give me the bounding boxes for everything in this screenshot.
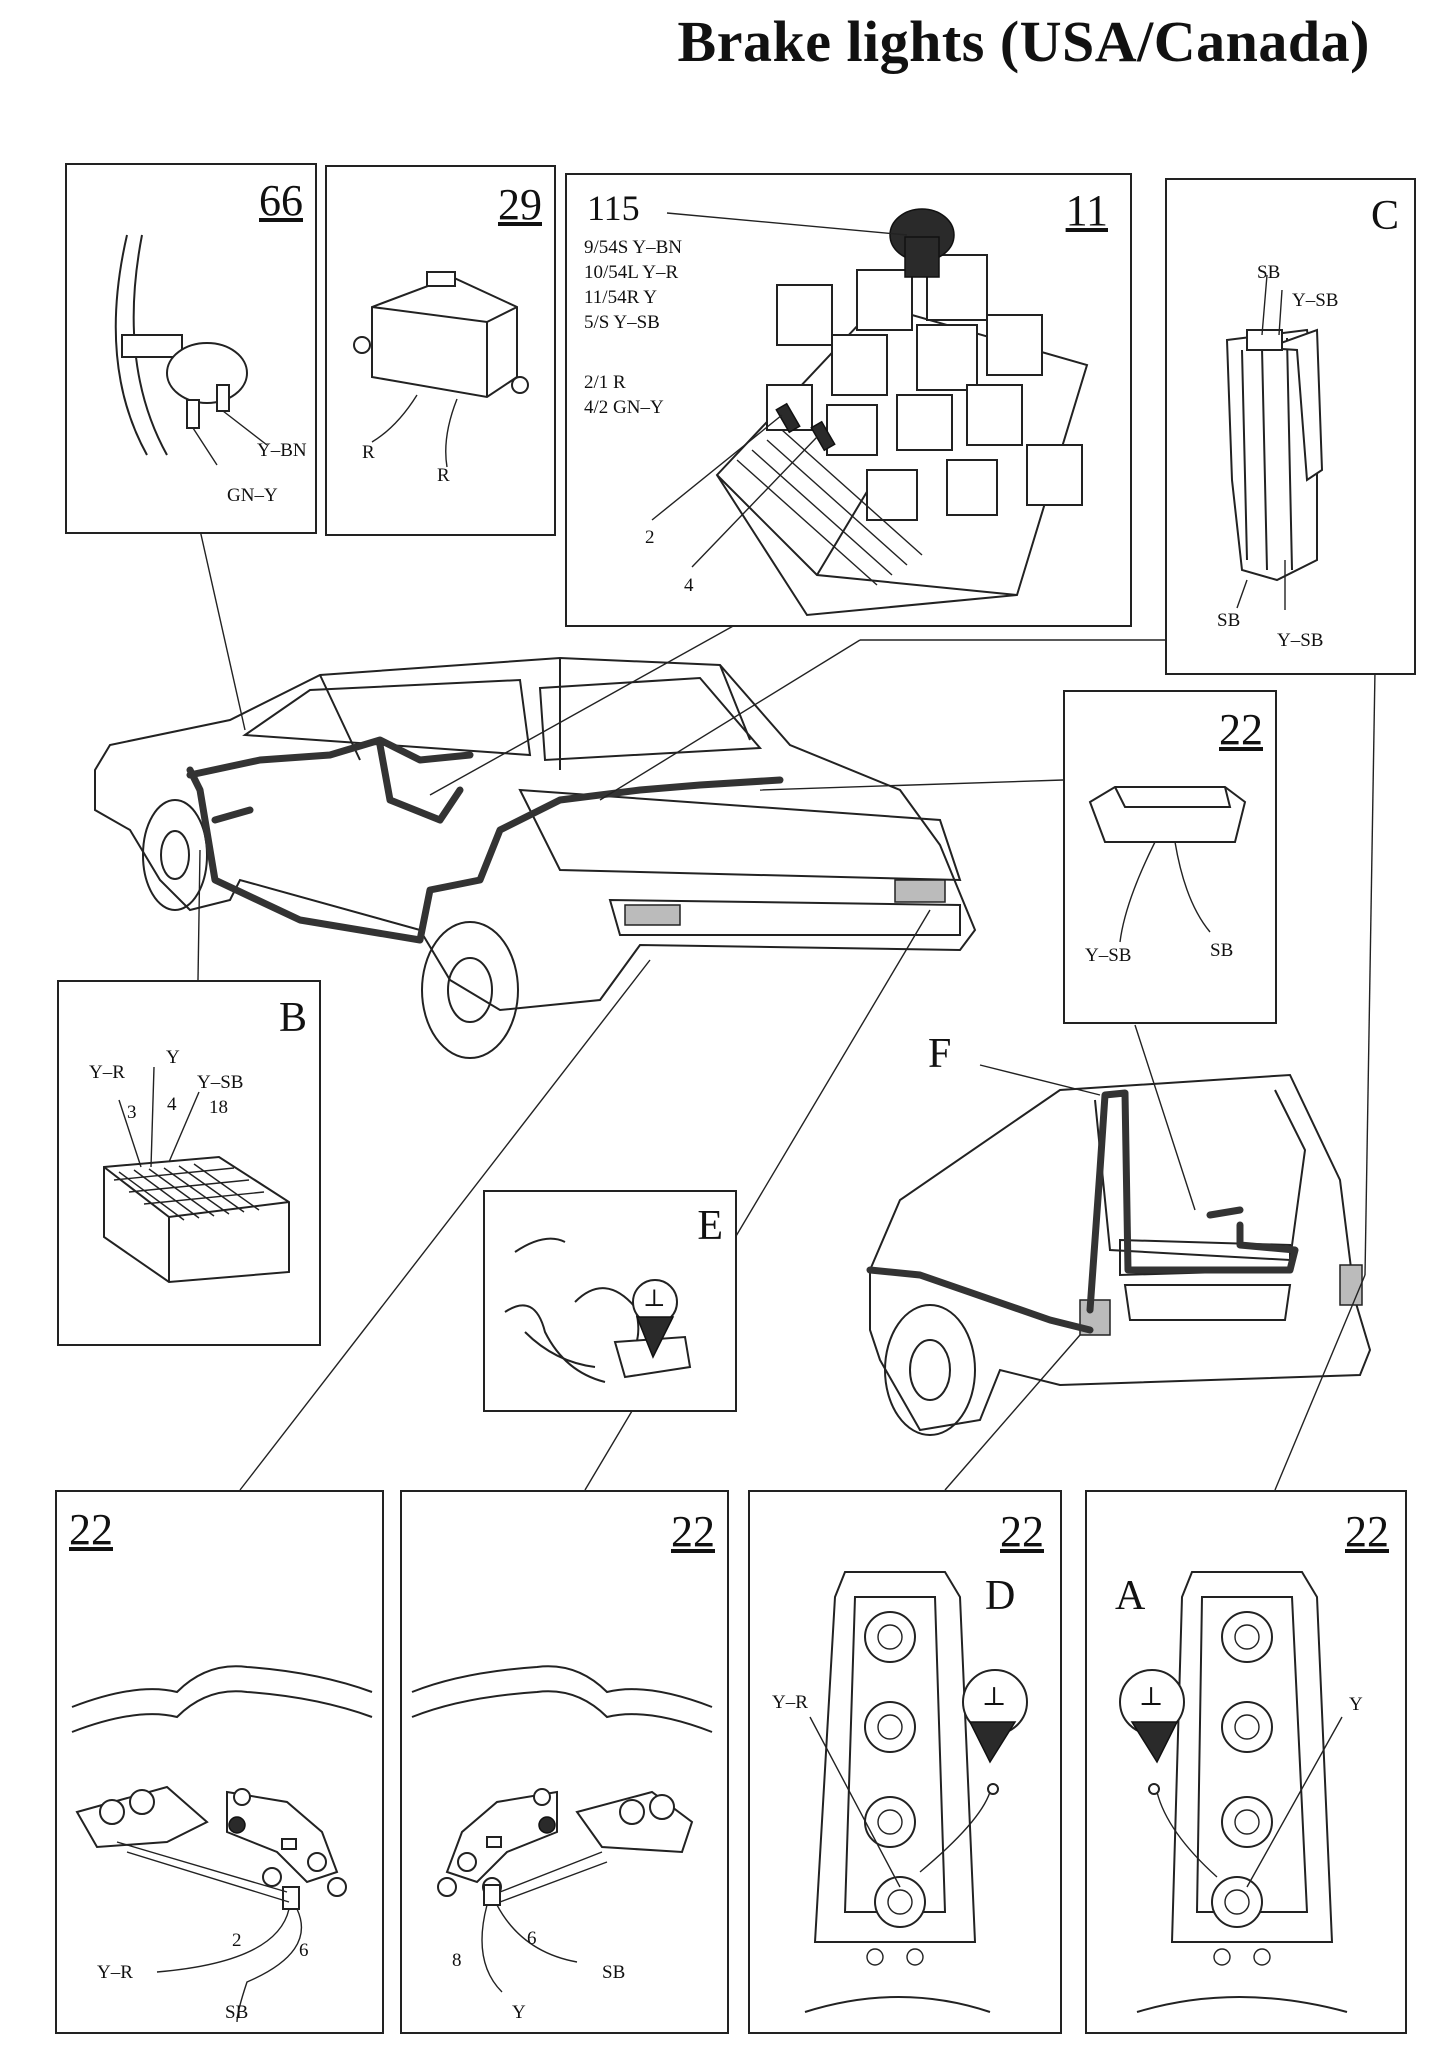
pin-6: 6 [299, 1940, 309, 1961]
pin-3: 3 [127, 1102, 137, 1123]
brake-switch-drawing [114, 234, 268, 466]
panel-b-connector: B Y–R Y Y–SB 3 4 18 [57, 980, 321, 1346]
component-number: 22 [1000, 1507, 1044, 1556]
wire-label-y-sb: Y–SB [1085, 945, 1132, 966]
wire-label-gn-y: GN–Y [227, 485, 278, 506]
wire-label-y: Y [512, 2002, 526, 2023]
wagon-harness [866, 1089, 1299, 1334]
callout-2: 2 [645, 527, 655, 548]
relay-pin: 10/54L Y–R [584, 262, 679, 283]
tail-light-right-drawing [411, 1665, 713, 1993]
panel-22-high-mount-light: 22 Y–SB SB [1063, 690, 1277, 1024]
pin-4: 4 [167, 1094, 177, 1115]
component-number: 22 [671, 1507, 715, 1556]
component-number: 22 [69, 1505, 113, 1554]
fuse-pin: 2/1 R [584, 372, 626, 393]
pin-6: 6 [527, 1928, 537, 1949]
ground-symbol: ⊥ [982, 1682, 1007, 1711]
connector-c-drawing [1225, 274, 1324, 610]
relay-box-drawing [651, 208, 1089, 617]
panel-e-ground-point: E ⊥ [483, 1190, 737, 1412]
relay-pin: 11/54R Y [584, 287, 658, 308]
panel-22-left-tail-light: 22 2 6 Y–R SB [55, 1490, 384, 2034]
wire-label-y-r: Y–R [89, 1062, 125, 1083]
wire-label-sb: SB [225, 2002, 249, 2023]
panel-letter: B [278, 995, 307, 1041]
panel-11-fuse-relay-box: 11 115 9/54S Y–BN 10/54L Y–R 11/54R Y 5/… [565, 173, 1132, 627]
wire-label-sb: SB [1257, 262, 1281, 283]
high-mount-drawing [1088, 786, 1247, 943]
wire-label-r-1: R [362, 442, 375, 463]
component-number: 22 [1219, 705, 1263, 754]
wire-label-y-r: Y–R [772, 1692, 808, 1713]
panel-letter: A [1115, 1573, 1146, 1619]
panel-letter: C [1370, 193, 1399, 239]
connector-b-drawing [103, 1066, 290, 1284]
sedan-illustration [94, 656, 977, 1059]
leader-lines [197, 529, 1376, 1491]
pin-18: 18 [209, 1097, 228, 1118]
relay-pin: 5/S Y–SB [584, 312, 660, 333]
component-number: 11 [1065, 186, 1108, 235]
fuse-pin-list: 2/1 R 4/2 GN–Y [584, 370, 664, 420]
wire-label-sb: SB [1210, 940, 1234, 961]
ground-symbol: ⊥ [1139, 1682, 1164, 1711]
wire-label-y-bn: Y–BN [257, 440, 307, 461]
component-number: 66 [259, 176, 303, 225]
pin-2: 2 [232, 1930, 242, 1951]
wire-label-y-sb-bottom: Y–SB [1277, 630, 1324, 651]
wire-label-sb-bottom: SB [1217, 610, 1241, 631]
wire-label-y: Y [166, 1047, 180, 1068]
panel-22-d-lamp-holder: 22 D ⊥ Y–R [748, 1490, 1062, 2034]
control-unit-drawing [353, 271, 529, 468]
pin-8: 8 [452, 1950, 462, 1971]
callout-4: 4 [684, 575, 694, 596]
panel-22-a-lamp-holder: 22 A ⊥ Y [1085, 1490, 1407, 2034]
wire-label-y-sb: Y–SB [197, 1072, 244, 1093]
tail-light-left-drawing [71, 1665, 373, 2023]
component-number: 29 [498, 180, 542, 229]
ground-symbol: ⊥ [643, 1286, 666, 1312]
fuse-pin: 4/2 GN–Y [584, 397, 664, 418]
sedan-harness [186, 736, 784, 944]
component-number: 22 [1345, 1507, 1389, 1556]
page-title: Brake lights (USA/Canada) [677, 9, 1370, 74]
panel-22-right-tail-light: 22 8 6 SB Y [400, 1490, 729, 2034]
lamp-holder-a-drawing [1119, 1571, 1348, 2013]
wire-label-y-sb: Y–SB [1292, 290, 1339, 311]
wire-label-y-r: Y–R [97, 1962, 133, 1983]
panel-letter: D [985, 1573, 1016, 1619]
panel-letter: E [697, 1203, 723, 1249]
relay-pin-list: 9/54S Y–BN 10/54L Y–R 11/54R Y 5/S Y–SB [584, 235, 682, 335]
callout-letter-f: F [928, 1031, 952, 1077]
panel-29-control-unit: 29 R R [325, 165, 556, 536]
ground-e-drawing [504, 1237, 692, 1383]
wire-label-r-2: R [437, 465, 450, 486]
relay-pin: 9/54S Y–BN [584, 237, 683, 258]
wire-label-sb: SB [602, 1962, 626, 1983]
panel-c-connector: C SB Y–SB SB Y–SB [1165, 178, 1416, 675]
panel-66-brake-light-switch: 66 Y–BN GN–Y [65, 163, 317, 534]
wire-label-y: Y [1349, 1694, 1363, 1715]
lamp-holder-d-drawing [804, 1571, 1028, 2013]
relay-number: 115 [587, 188, 640, 228]
